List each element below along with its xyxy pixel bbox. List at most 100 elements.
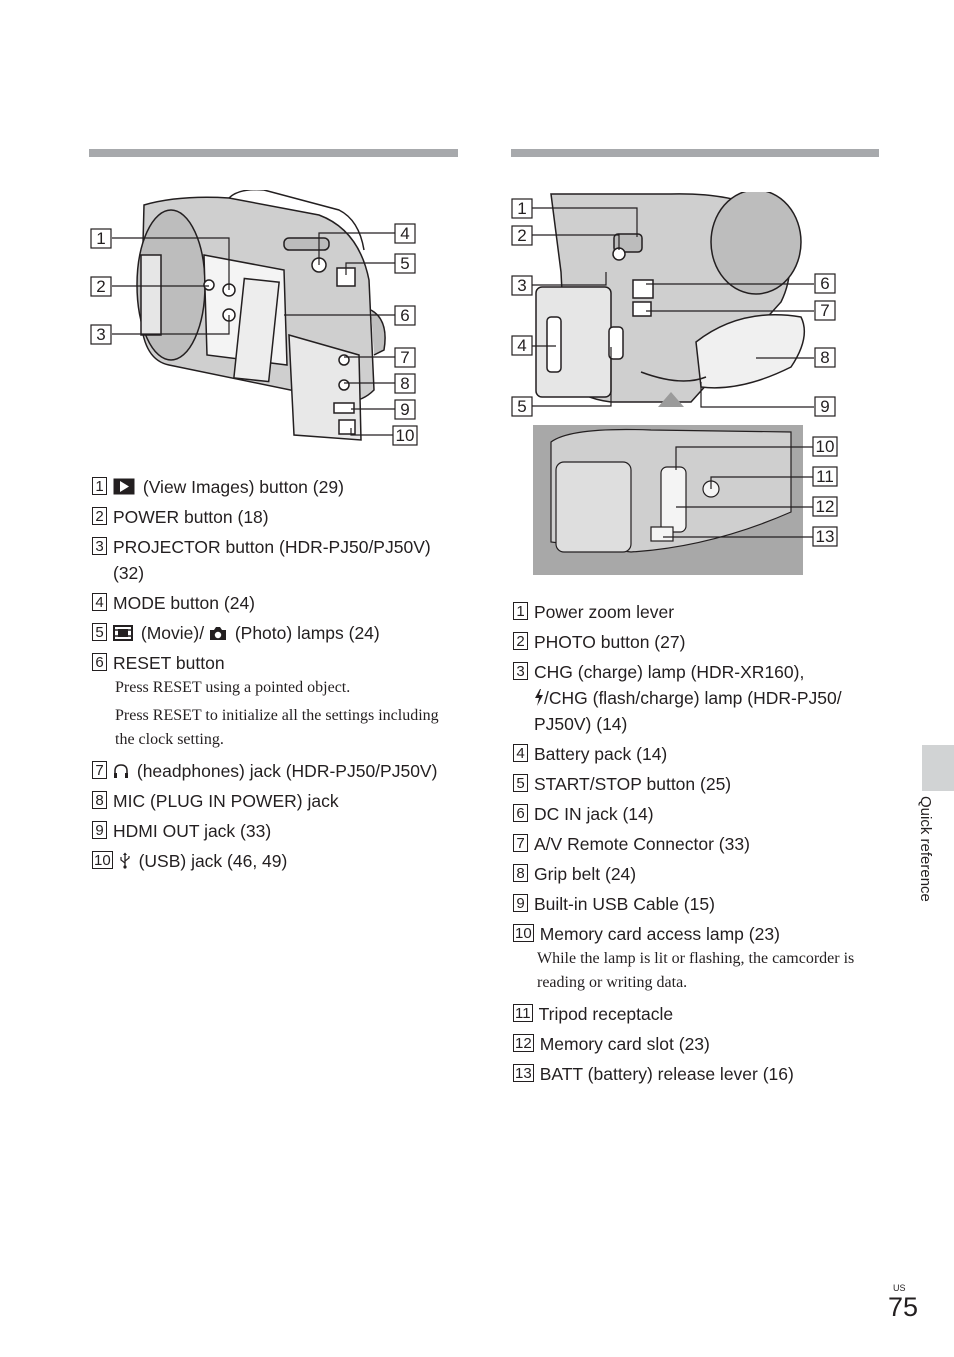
svg-text:10: 10 (816, 437, 835, 456)
item-notes: Press RESET using a pointed object. Pres… (92, 676, 452, 752)
left-callout-9: 9 (394, 399, 416, 420)
camcorder-body-drawing (136, 190, 386, 441)
left-parts-list: 1 (View Images) button (29) 2 POWER butt… (92, 474, 452, 878)
list-item: 7 (headphones) jack (HDR-PJ50/PJ50V) (92, 758, 452, 784)
list-item: 5 (Movie)/ (Photo) lamps (24) (92, 620, 452, 646)
item-label-2: /CHG (flash/charge) lamp (HDR-PJ50/ PJ50… (534, 688, 842, 734)
item-number: 9 (92, 821, 107, 839)
item-number: 10 (92, 851, 113, 869)
left-callout-3: 3 (90, 324, 112, 345)
item-number: 4 (513, 744, 528, 762)
list-item: 9 Built-in USB Cable (15) (513, 891, 873, 917)
list-item: 8 MIC (PLUG IN POWER) jack (92, 788, 452, 814)
svg-text:5: 5 (400, 254, 409, 273)
side-tab-label: Quick reference (908, 796, 936, 936)
item-label-2: (Photo) lamps (24) (234, 623, 380, 643)
play-icon (113, 478, 135, 495)
item-label: Built-in USB Cable (15) (534, 894, 715, 914)
note-text: Press RESET using a pointed object. (115, 679, 351, 696)
item-number: 6 (92, 653, 107, 671)
list-item: 1 Power zoom lever (513, 599, 873, 625)
camcorder-right-body-drawing (535, 192, 806, 407)
item-label: DC IN jack (14) (534, 804, 654, 824)
list-item: 5 START/STOP button (25) (513, 771, 873, 797)
right-callout-13: 13 (812, 526, 838, 547)
svg-text:6: 6 (400, 306, 409, 325)
svg-text:11: 11 (816, 467, 834, 486)
svg-text:10: 10 (396, 426, 415, 445)
item-number: 3 (92, 537, 107, 555)
item-label: (USB) jack (46, 49) (138, 851, 288, 871)
headphones-icon (114, 764, 128, 778)
left-callout-10: 10 (392, 425, 418, 446)
page-region: US (893, 1283, 906, 1293)
list-item: 1 (View Images) button (29) (92, 474, 452, 500)
left-callout-7: 7 (394, 347, 416, 368)
item-number: 9 (513, 894, 528, 912)
item-label: (Movie)/ (140, 623, 205, 643)
left-callout-6: 6 (394, 305, 416, 326)
svg-text:12: 12 (816, 497, 835, 516)
list-item: 2 PHOTO button (27) (513, 629, 873, 655)
item-number: 1 (513, 602, 528, 620)
list-item: 12 Memory card slot (23) (513, 1031, 873, 1057)
svg-text:7: 7 (400, 348, 409, 367)
item-label: MIC (PLUG IN POWER) jack (113, 791, 339, 811)
item-number: 7 (92, 761, 107, 779)
svg-text:3: 3 (517, 276, 526, 295)
right-callout-10: 10 (812, 436, 838, 457)
item-number: 10 (513, 924, 534, 942)
list-item: 3 CHG (charge) lamp (HDR-XR160), /CHG (f… (513, 659, 873, 737)
left-section-header-bar (89, 149, 458, 157)
item-number: 8 (513, 864, 528, 882)
movie-icon (113, 625, 133, 641)
svg-text:4: 4 (517, 336, 526, 355)
item-number: 11 (513, 1004, 533, 1022)
item-label: Power zoom lever (534, 602, 675, 622)
list-item: 8 Grip belt (24) (513, 861, 873, 887)
list-item: 4 Battery pack (14) (513, 741, 873, 767)
camcorder-right-side-illustration: 1 2 3 4 5 6 7 8 9 10 11 12 13 (511, 192, 838, 575)
left-callout-5: 5 (394, 253, 416, 274)
right-callout-5: 5 (511, 396, 533, 417)
svg-text:8: 8 (400, 374, 409, 393)
item-label: Battery pack (14) (534, 744, 668, 764)
item-label: Memory card access lamp (23) (539, 924, 780, 944)
svg-text:9: 9 (820, 397, 829, 416)
right-callout-11: 11 (812, 466, 838, 487)
svg-text:1: 1 (517, 199, 526, 218)
left-callout-2: 2 (90, 276, 112, 297)
item-number: 1 (92, 477, 107, 495)
right-parts-list: 1 Power zoom lever 2 PHOTO button (27) 3… (513, 599, 873, 1091)
side-tab-marker (922, 745, 954, 791)
item-label: PHOTO button (27) (534, 632, 686, 652)
right-callout-4: 4 (511, 335, 533, 356)
svg-text:5: 5 (517, 397, 526, 416)
camcorder-left-side-illustration: 1 2 3 4 5 6 7 8 9 10 (90, 190, 418, 446)
usb-icon (120, 852, 130, 869)
right-callout-leaders (532, 207, 814, 538)
list-item: 6 DC IN jack (14) (513, 801, 873, 827)
item-number: 7 (513, 834, 528, 852)
left-callout-leaders (112, 232, 396, 436)
list-item: 4 MODE button (24) (92, 590, 452, 616)
note-text: Press RESET to initialize all the settin… (115, 707, 439, 748)
item-number: 12 (513, 1034, 534, 1052)
item-number: 5 (92, 623, 107, 641)
svg-text:7: 7 (820, 301, 829, 320)
svg-text:9: 9 (400, 400, 409, 419)
item-label: Tripod receptacle (538, 1004, 674, 1024)
item-label: (headphones) jack (HDR-PJ50/PJ50V) (136, 761, 438, 781)
list-item: 10 (USB) jack (46, 49) (92, 848, 452, 874)
item-number: 3 (513, 662, 528, 680)
flash-icon (535, 689, 543, 706)
item-label: RESET button (113, 653, 225, 673)
svg-text:13: 13 (816, 527, 835, 546)
item-number: 6 (513, 804, 528, 822)
right-callout-9: 9 (814, 396, 836, 417)
item-label: Memory card slot (23) (539, 1034, 710, 1054)
item-label: HDMI OUT jack (33) (113, 821, 272, 841)
item-label: START/STOP button (25) (534, 774, 732, 794)
left-callout-4: 4 (394, 223, 416, 244)
right-callout-1: 1 (511, 198, 533, 219)
